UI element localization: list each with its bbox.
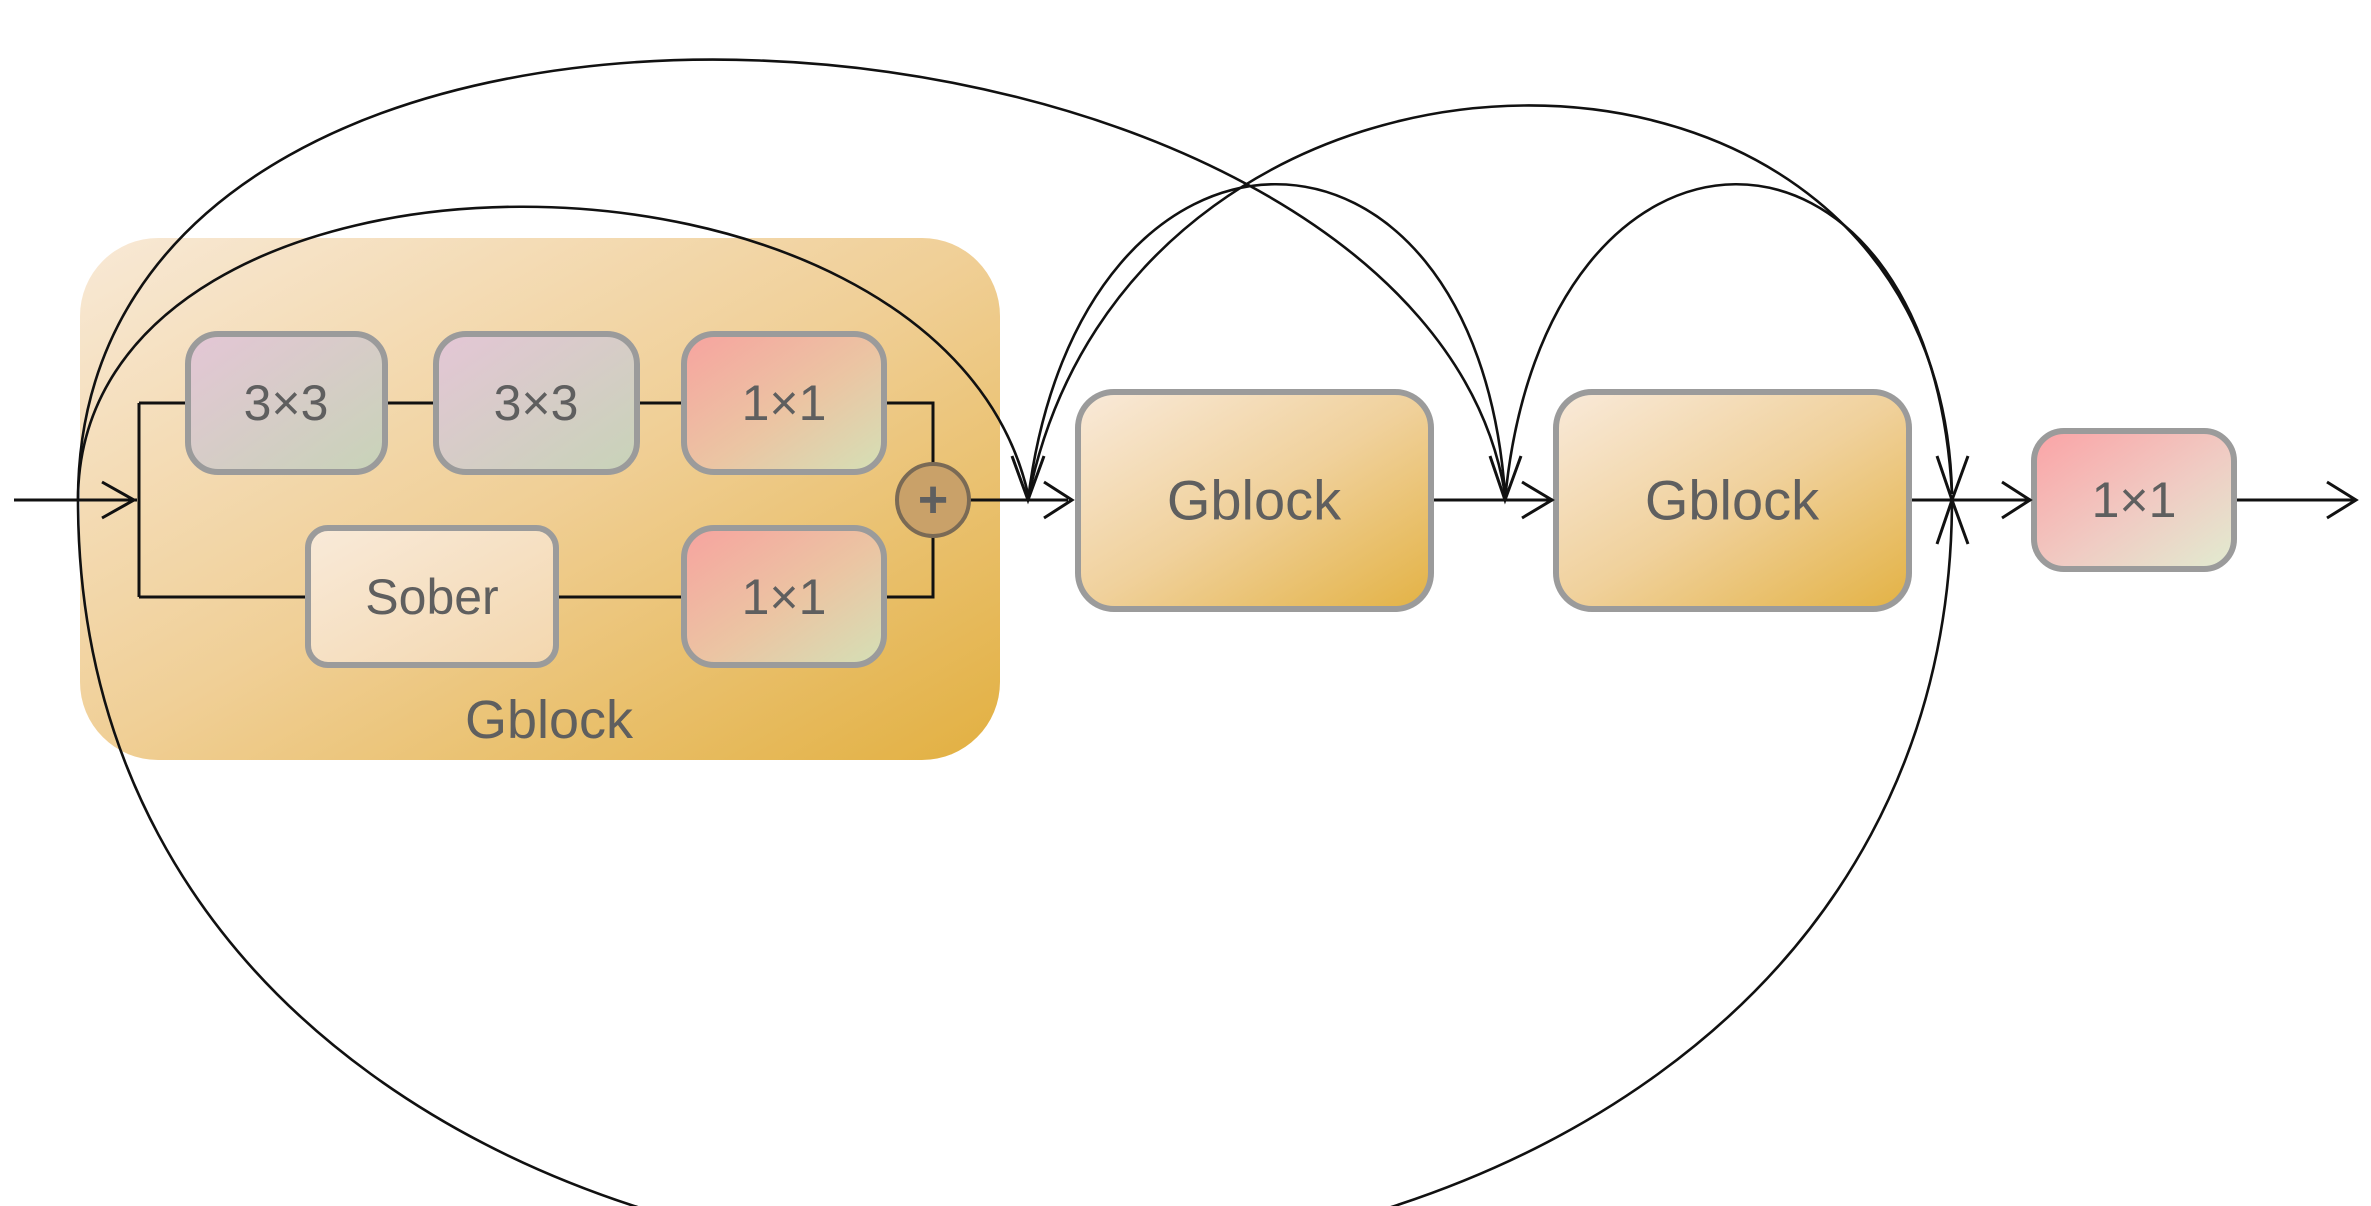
arrowheads bbox=[101, 455, 2359, 545]
svg-text:1×1: 1×1 bbox=[2092, 472, 2177, 528]
conv-3x3-a: 3×3 bbox=[185, 331, 388, 475]
svg-text:1×1: 1×1 bbox=[742, 569, 827, 625]
arrow-output bbox=[2326, 480, 2359, 520]
svg-text:Gblock: Gblock bbox=[1645, 469, 1820, 532]
skip-arc-input-to-gblock2 bbox=[76, 205, 1030, 501]
svg-text:+: + bbox=[918, 471, 948, 529]
skip-arc-g2in-to-final bbox=[1026, 104, 1954, 501]
gblock-2: Gblock bbox=[1075, 389, 1434, 612]
gblock-3: Gblock bbox=[1553, 389, 1912, 612]
svg-text:Gblock: Gblock bbox=[1167, 469, 1342, 532]
gblock-internal-wiring bbox=[78, 401, 1068, 599]
conv-1x1-lower: 1×1 bbox=[681, 525, 887, 668]
arrow-arc-gblock2 bbox=[1010, 455, 1046, 505]
svg-text:Sober: Sober bbox=[365, 569, 498, 625]
svg-text:3×3: 3×3 bbox=[244, 375, 329, 431]
sober-box: Sober bbox=[305, 525, 559, 668]
svg-text:3×3: 3×3 bbox=[494, 375, 579, 431]
conv-1x1-upper: 1×1 bbox=[681, 331, 887, 475]
arrow-input bbox=[101, 480, 138, 520]
final-conv-1x1: 1×1 bbox=[2031, 428, 2237, 572]
arrow-arc-final-bottom bbox=[1935, 495, 1970, 545]
skip-arc-input-to-gblock3 bbox=[76, 58, 1507, 501]
skip-arc-g2in-to-g3in bbox=[1026, 182, 1507, 501]
arrow-arc-gblock3 bbox=[1488, 455, 1523, 505]
svg-text:1×1: 1×1 bbox=[742, 375, 827, 431]
arrow-to-final-conv bbox=[2001, 480, 2033, 520]
conv-3x3-b: 3×3 bbox=[433, 331, 640, 475]
arrow-to-gblock3 bbox=[1521, 480, 1555, 520]
skip-connections bbox=[76, 58, 1954, 1206]
arrow-to-gblock2 bbox=[1043, 480, 1075, 520]
gblock-detail-caption: Gblock bbox=[465, 690, 634, 750]
gblock-detail-container: Gblock bbox=[80, 238, 1000, 760]
skip-arc-g3in-to-final bbox=[1503, 183, 1954, 501]
add-node: + bbox=[895, 462, 971, 538]
skip-arc-input-to-final bbox=[76, 499, 1954, 1206]
